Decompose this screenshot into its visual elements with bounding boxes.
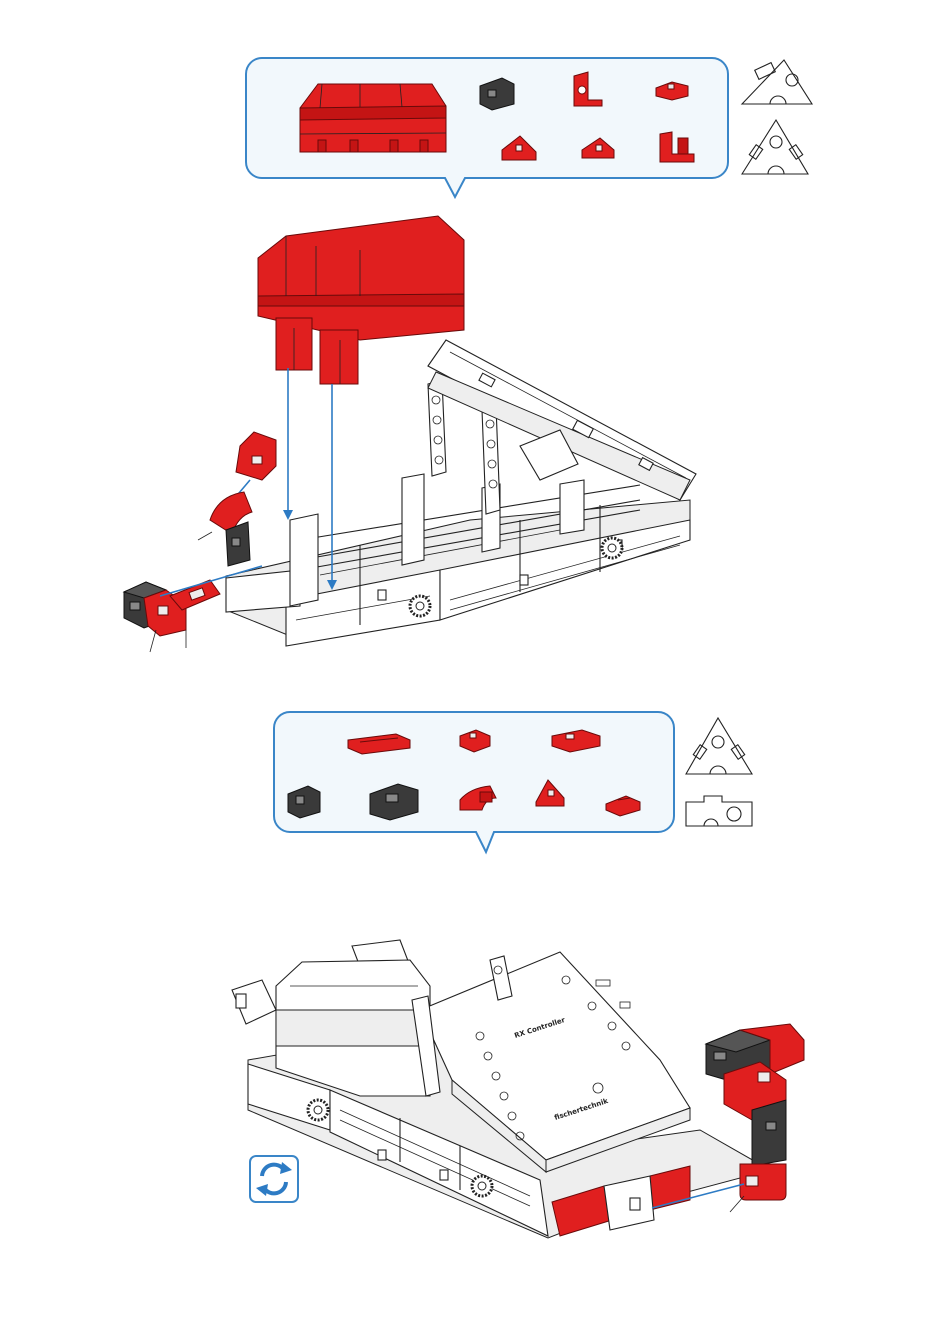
- triangle-puzzle-icon: [742, 60, 812, 104]
- battery-box-part: [300, 84, 446, 152]
- step-1-assembly: [124, 216, 696, 652]
- step-2-assembly: RX Controller fischertechnik: [232, 940, 804, 1238]
- rotate-model-icon: [250, 1156, 298, 1202]
- triangle-puzzle-icon: [686, 718, 752, 774]
- gear-icon: [472, 1176, 492, 1196]
- gear-icon: [308, 1100, 328, 1120]
- angle-bracket: [236, 432, 276, 480]
- gear-icon: [410, 596, 430, 616]
- bracket-plate: [170, 580, 220, 610]
- step-1-parts-callout: [246, 58, 728, 197]
- battery-box: [276, 960, 430, 1096]
- step-2-parts-callout: [274, 712, 674, 852]
- gear-icon: [602, 538, 622, 558]
- triangle-puzzle-icon: [742, 120, 808, 174]
- angle-block-assembly: [210, 492, 252, 566]
- rectangle-puzzle-icon: [686, 796, 752, 826]
